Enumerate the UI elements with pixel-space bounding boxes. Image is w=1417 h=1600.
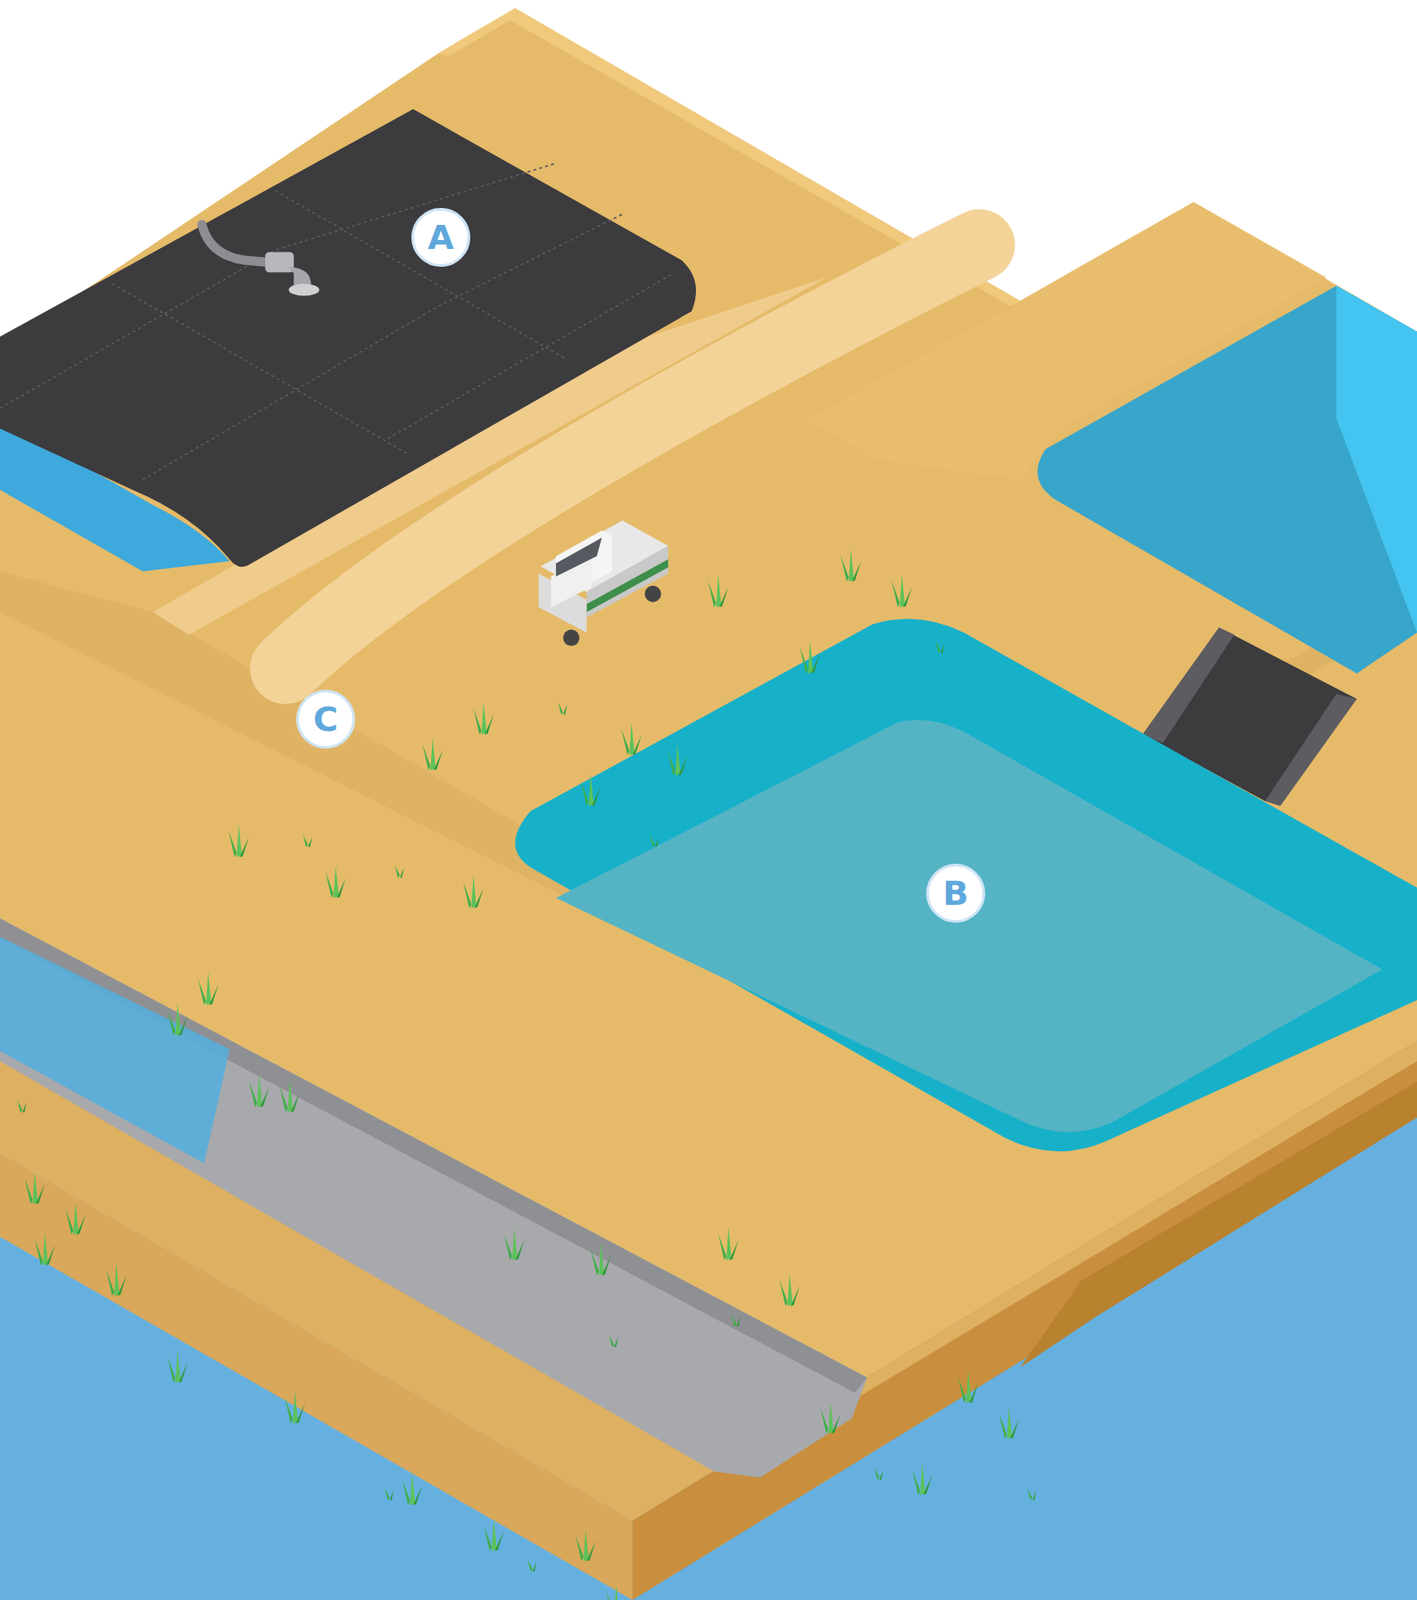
callout-letter: C bbox=[296, 689, 356, 749]
callout-letter: B bbox=[926, 863, 986, 923]
callout-letter: A bbox=[411, 207, 471, 267]
